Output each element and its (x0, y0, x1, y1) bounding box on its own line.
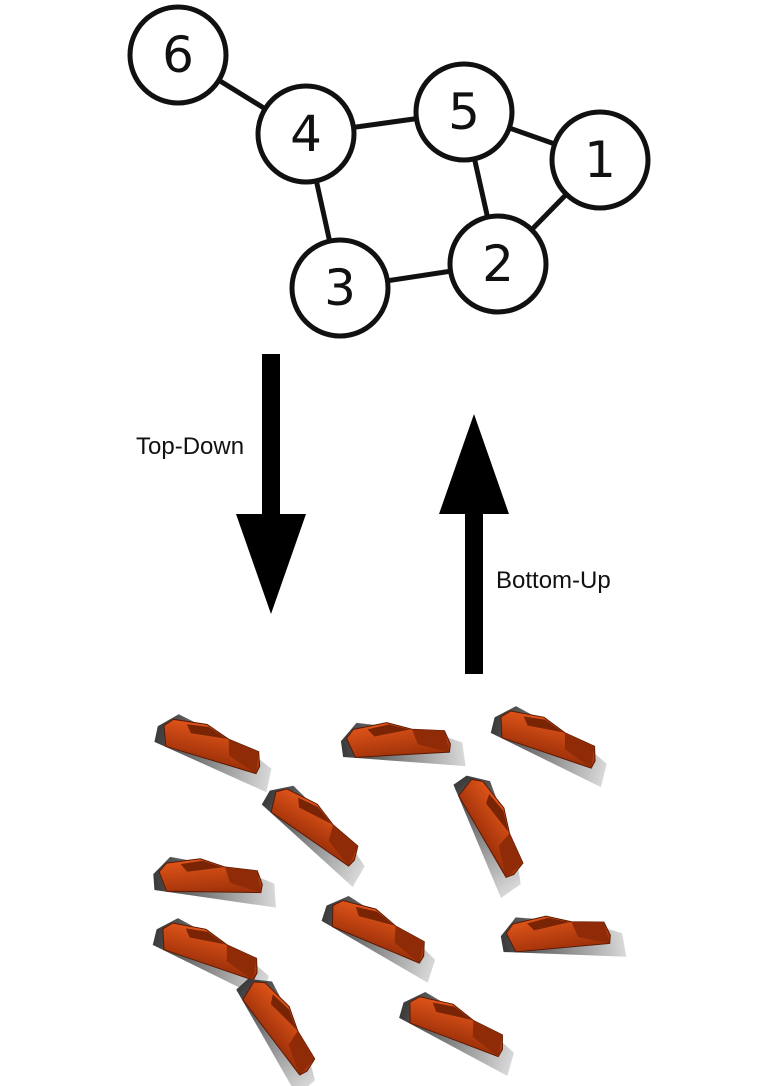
node-label-2: 2 (482, 235, 514, 293)
bottom-up-arrow (439, 414, 509, 674)
car-agent-1 (148, 710, 279, 793)
car-agent-3 (483, 701, 616, 788)
node-label-5: 5 (448, 83, 480, 141)
agent-swarm (145, 701, 627, 1086)
node-label-6: 6 (162, 26, 194, 84)
node-label-3: 3 (324, 259, 356, 317)
graph-node-5: 5 (413, 61, 515, 163)
top-down-label: Top-Down (136, 433, 244, 460)
car-agent-4 (248, 776, 383, 888)
car-agent-11 (391, 986, 524, 1077)
car-agent-10 (216, 967, 341, 1086)
car-agent-9 (497, 899, 627, 979)
car-agent-6 (151, 849, 277, 917)
top-down-arrow (236, 354, 306, 614)
car-agent-8 (313, 889, 447, 984)
node-label-1: 1 (584, 131, 616, 189)
node-label-4: 4 (290, 105, 322, 163)
car-agent-5 (431, 765, 549, 899)
graph-node-3: 3 (289, 237, 391, 339)
bottom-up-label: Bottom-Up (496, 567, 611, 594)
graph-node-1: 1 (549, 109, 651, 211)
graph-node-6: 6 (127, 4, 229, 106)
graph-node-2: 2 (447, 213, 549, 315)
car-agent-2 (338, 708, 467, 784)
graph-nodes: 6 4 5 1 2 3 (127, 4, 651, 339)
graph-node-4: 4 (255, 83, 357, 185)
